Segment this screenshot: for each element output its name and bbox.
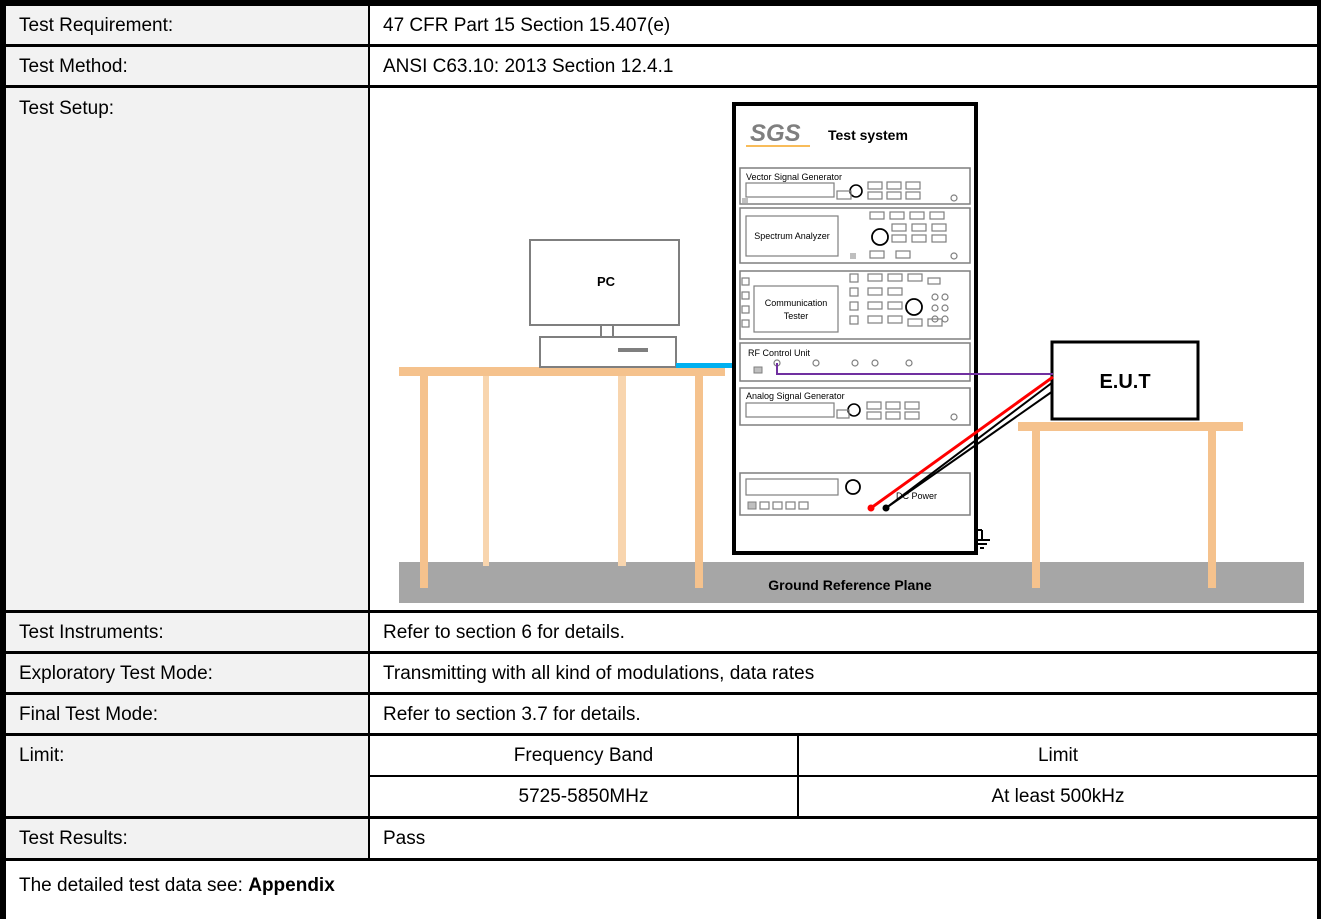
value-test-method: ANSI C63.10: 2013 Section 12.4.1 (383, 55, 674, 77)
pc-neck (600, 324, 614, 338)
row-sep (0, 85, 1321, 88)
comm-label-1: Communication (765, 298, 828, 308)
pc-label: PC (597, 274, 616, 289)
footer-prefix: The detailed test data see: (19, 874, 249, 896)
limit-band-value: 5725-5850MHz (518, 786, 649, 807)
border-left (0, 0, 6, 919)
pc-monitor (529, 239, 680, 326)
dc-cable-black (885, 390, 1054, 509)
limit-limit-value: At least 500kHz (991, 786, 1125, 807)
limit-header-band: Frequency Band (513, 745, 654, 766)
pc-box (539, 336, 677, 368)
row-sep (0, 651, 1321, 654)
left-table-leg (618, 376, 626, 566)
sgs-logo: SGS (750, 120, 801, 147)
label-bg-explor (6, 654, 368, 692)
dc-cable-red (885, 381, 1054, 509)
rf-cable (776, 363, 1053, 375)
value-test-requirement: 47 CFR Part 15 Section 15.407(e) (383, 14, 671, 36)
limit-header-limit: Limit (1037, 745, 1079, 766)
left-table-leg (420, 376, 428, 588)
ground-label: Ground Reference Plane (768, 577, 932, 593)
comm-label-2: Tester (784, 311, 809, 321)
asg-label: Analog Signal Generator (746, 391, 845, 401)
vsg-label: Vector Signal Generator (746, 172, 842, 182)
appendix-link[interactable]: Appendix (248, 874, 335, 896)
rfcu-label: RF Control Unit (748, 348, 811, 358)
label-final-mode: Final Test Mode: (19, 703, 159, 725)
value-final-mode: Refer to section 3.7 for details. (383, 703, 641, 725)
rack-title: Test system (828, 127, 908, 143)
label-test-method: Test Method: (19, 55, 128, 77)
test-setup-diagram: Ground Reference Plane PC SGS Test syste… (399, 102, 1304, 603)
label-exploratory-mode: Exploratory Test Mode: (19, 662, 213, 684)
left-table-leg (483, 376, 489, 566)
eut-label: E.U.T (1099, 371, 1150, 393)
border-right (1317, 0, 1321, 919)
right-table-leg (1208, 431, 1216, 588)
row-sep-limit-inner (368, 775, 1321, 777)
col-sep (368, 0, 370, 860)
pc-slot (618, 348, 648, 352)
right-table-leg (1032, 431, 1040, 588)
border-top (0, 0, 1321, 6)
label-bg-results (6, 819, 368, 858)
label-bg-final (6, 695, 368, 733)
label-test-instruments: Test Instruments: (19, 621, 164, 643)
label-bg-instr (6, 613, 368, 651)
label-bg-method (6, 47, 368, 85)
value-test-results: Pass (383, 828, 426, 849)
ground-plane (399, 562, 1304, 603)
col-sep-limit (797, 736, 799, 816)
value-exploratory-mode: Transmitting with all kind of modulation… (383, 662, 815, 684)
label-test-setup: Test Setup: (19, 98, 115, 119)
left-table-top (399, 367, 725, 376)
label-limit: Limit: (19, 745, 65, 766)
value-test-instruments: Refer to section 6 for details. (383, 621, 625, 643)
row-sep (0, 610, 1321, 613)
row-sep (0, 733, 1321, 736)
label-test-results: Test Results: (19, 828, 128, 849)
eut-box (1050, 340, 1200, 421)
label-bg-setup (6, 88, 368, 610)
row-sep (0, 858, 1321, 861)
dcpower-label: DC Power (896, 491, 937, 501)
footer-note: The detailed test data see: Appendix (6, 861, 1317, 909)
row-sep (0, 816, 1321, 819)
row-sep (0, 44, 1321, 47)
left-table-leg (695, 376, 703, 588)
label-test-requirement: Test Requirement: (19, 14, 174, 36)
row-sep (0, 692, 1321, 695)
label-bg-req (6, 6, 368, 44)
spectrum-label: Spectrum Analyzer (754, 231, 830, 241)
dc-cable-red (870, 375, 1054, 510)
label-bg-limit (6, 736, 368, 816)
pc-cable (676, 363, 734, 368)
right-table-top (1018, 422, 1243, 431)
